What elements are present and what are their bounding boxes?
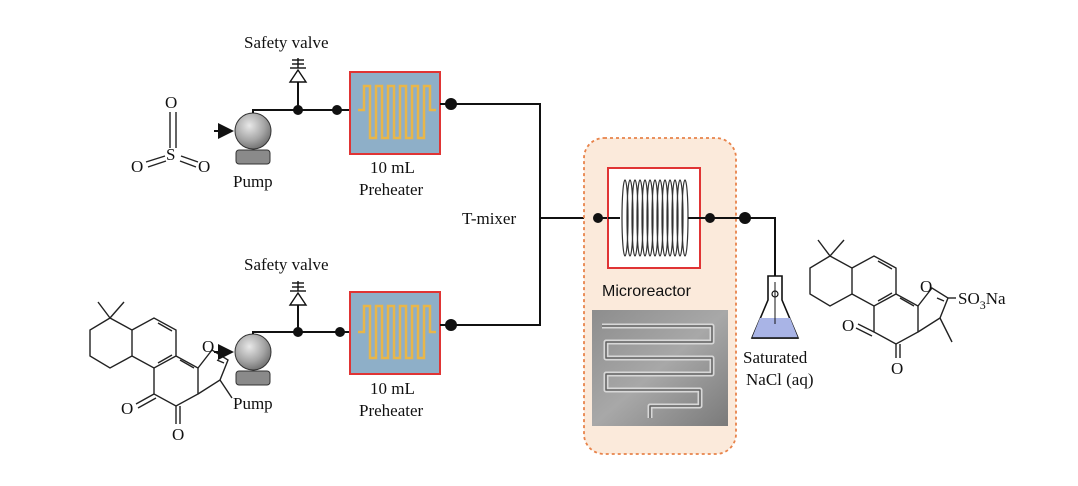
safety-valve-top-label: Safety valve [244,33,329,52]
product-sulfonate-group: SO3Na [958,289,1006,312]
tanshinone-molecule: O O O [89,301,233,444]
safety-valve-bottom-icon [288,281,308,332]
so3-right-oxygen: O [198,157,210,176]
tanshinone-carbonyl-oxygen-1: O [121,399,133,418]
microreactor-label: Microreactor [602,283,692,300]
preheater-bottom-volume: 10 mL [370,379,415,398]
pump-top-icon [234,112,272,165]
microreactor-photo [592,310,728,426]
t-mixer-label: T-mixer [462,209,516,228]
junction-dot [593,213,603,223]
pump-top-label: Pump [233,172,273,191]
junction-dot [332,105,342,115]
microreactor-panel: Microreactor [583,137,745,455]
product-molecule: O O O SO3Na [809,239,1006,378]
preheater-bottom [349,291,441,375]
so3-sulfur: S [166,145,175,164]
product-carbonyl-oxygen-1: O [842,316,854,335]
junction-dot [739,212,751,224]
product-carbonyl-oxygen-2: O [891,359,903,378]
flask-label-line2: NaCl (aq) [746,370,814,389]
junction-dot [335,327,345,337]
preheater-coil [358,84,436,140]
microreactor-coil [621,179,689,257]
flask-label-line1: Saturated [743,348,808,367]
bottom-feed-line: Pump Safety valve 10 mL Preheater [214,218,541,420]
safety-valve-top-icon [288,58,308,110]
preheater-top-label: Preheater [359,180,424,199]
junction-dot [705,213,715,223]
so3-top-oxygen: O [165,93,177,112]
pump-bottom-label: Pump [233,394,273,413]
junction-dot [445,98,457,110]
preheater-top [349,71,441,155]
top-feed-line: Pump Safety valve 10 mL Preheater [214,33,541,218]
safety-valve-bottom-label: Safety valve [244,255,329,274]
so3-molecule: O O O S [131,93,210,176]
tanshinone-furan-oxygen: O [202,337,214,356]
collection-flask [739,212,800,339]
pump-bottom-icon [234,333,272,386]
preheater-coil [358,304,436,360]
junction-dot [445,319,457,331]
preheater-top-volume: 10 mL [370,158,415,177]
product-furan-oxygen: O [920,277,932,296]
preheater-bottom-label: Preheater [359,401,424,420]
tanshinone-carbonyl-oxygen-2: O [172,425,184,444]
so3-left-oxygen: O [131,157,143,176]
